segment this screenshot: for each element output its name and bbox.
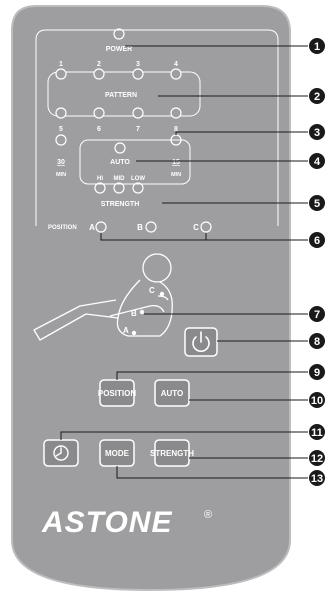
- position-label: POSITION: [48, 225, 77, 231]
- pattern-indicator-5: [56, 108, 66, 118]
- pattern-number-1: 1: [59, 61, 63, 68]
- auto-button[interactable]: AUTO: [155, 380, 189, 406]
- figure-point-c: [160, 292, 164, 296]
- registered-mark: ®: [204, 509, 212, 521]
- callout-5: 5: [314, 198, 320, 210]
- pattern-label: PATTERN: [105, 92, 137, 99]
- figure-letter-a: A: [123, 326, 129, 335]
- callout-10: 10: [311, 395, 323, 407]
- remote-body: [12, 6, 290, 590]
- pattern-indicator-6: [94, 108, 104, 118]
- timer-15-value: 15: [172, 159, 180, 166]
- callout-7: 7: [314, 309, 320, 321]
- callout-8: 8: [314, 336, 320, 348]
- svg-text:STRENGTH: STRENGTH: [150, 449, 194, 458]
- callout-4: 4: [314, 156, 321, 168]
- position-button[interactable]: POSITION: [98, 380, 136, 406]
- figure-letter-c: C: [149, 286, 155, 295]
- callout-12: 12: [311, 453, 323, 465]
- svg-text:AUTO: AUTO: [161, 389, 184, 398]
- figure-point-b: [140, 310, 144, 314]
- svg-text:MODE: MODE: [105, 449, 130, 458]
- pattern-number-4: 4: [174, 61, 178, 68]
- pattern-number-3: 3: [136, 61, 140, 68]
- mid-label: MID: [114, 176, 126, 182]
- timer-30-value: 30: [57, 159, 65, 166]
- callout-9: 9: [314, 367, 320, 379]
- timer-button[interactable]: [44, 440, 78, 466]
- svg-text:POSITION: POSITION: [98, 389, 136, 398]
- position-letter-b: B: [137, 223, 143, 232]
- callout-1: 1: [314, 41, 320, 53]
- pattern-indicator-3: [133, 69, 143, 79]
- power-label: POWER: [106, 46, 132, 53]
- callout-badges: [309, 38, 325, 486]
- pattern-number-6: 6: [97, 126, 101, 133]
- timer-15-unit: MIN: [171, 172, 181, 178]
- pattern-indicator-8: [171, 108, 181, 118]
- callout-11: 11: [311, 427, 323, 439]
- auto-label: AUTO: [110, 159, 130, 166]
- pattern-number-2: 2: [97, 61, 101, 68]
- pattern-indicator-4: [171, 69, 181, 79]
- mode-button[interactable]: MODE: [100, 440, 134, 466]
- callout-13: 13: [311, 473, 323, 485]
- callout-6: 6: [314, 235, 320, 247]
- strength-label: STRENGTH: [101, 201, 140, 208]
- position-letter-c: C: [193, 223, 199, 232]
- pattern-indicator-2: [94, 69, 104, 79]
- low-label: LOW: [131, 176, 145, 182]
- pattern-number-7: 7: [136, 126, 140, 133]
- brand-logo: ASTONE: [41, 506, 172, 539]
- power-button[interactable]: [185, 328, 217, 356]
- figure-point-a: [132, 331, 136, 335]
- figure-letter-b: B: [131, 309, 137, 318]
- callout-2: 2: [314, 91, 320, 103]
- pattern-number-5: 5: [59, 126, 63, 133]
- pattern-indicator-1: [56, 69, 66, 79]
- position-letter-a: A: [89, 223, 95, 232]
- pattern-indicator-7: [133, 108, 143, 118]
- strength-button[interactable]: STRENGTH: [150, 440, 194, 466]
- callout-3: 3: [314, 127, 320, 139]
- hi-label: HI: [97, 176, 103, 182]
- timer-30-unit: MIN: [56, 172, 66, 178]
